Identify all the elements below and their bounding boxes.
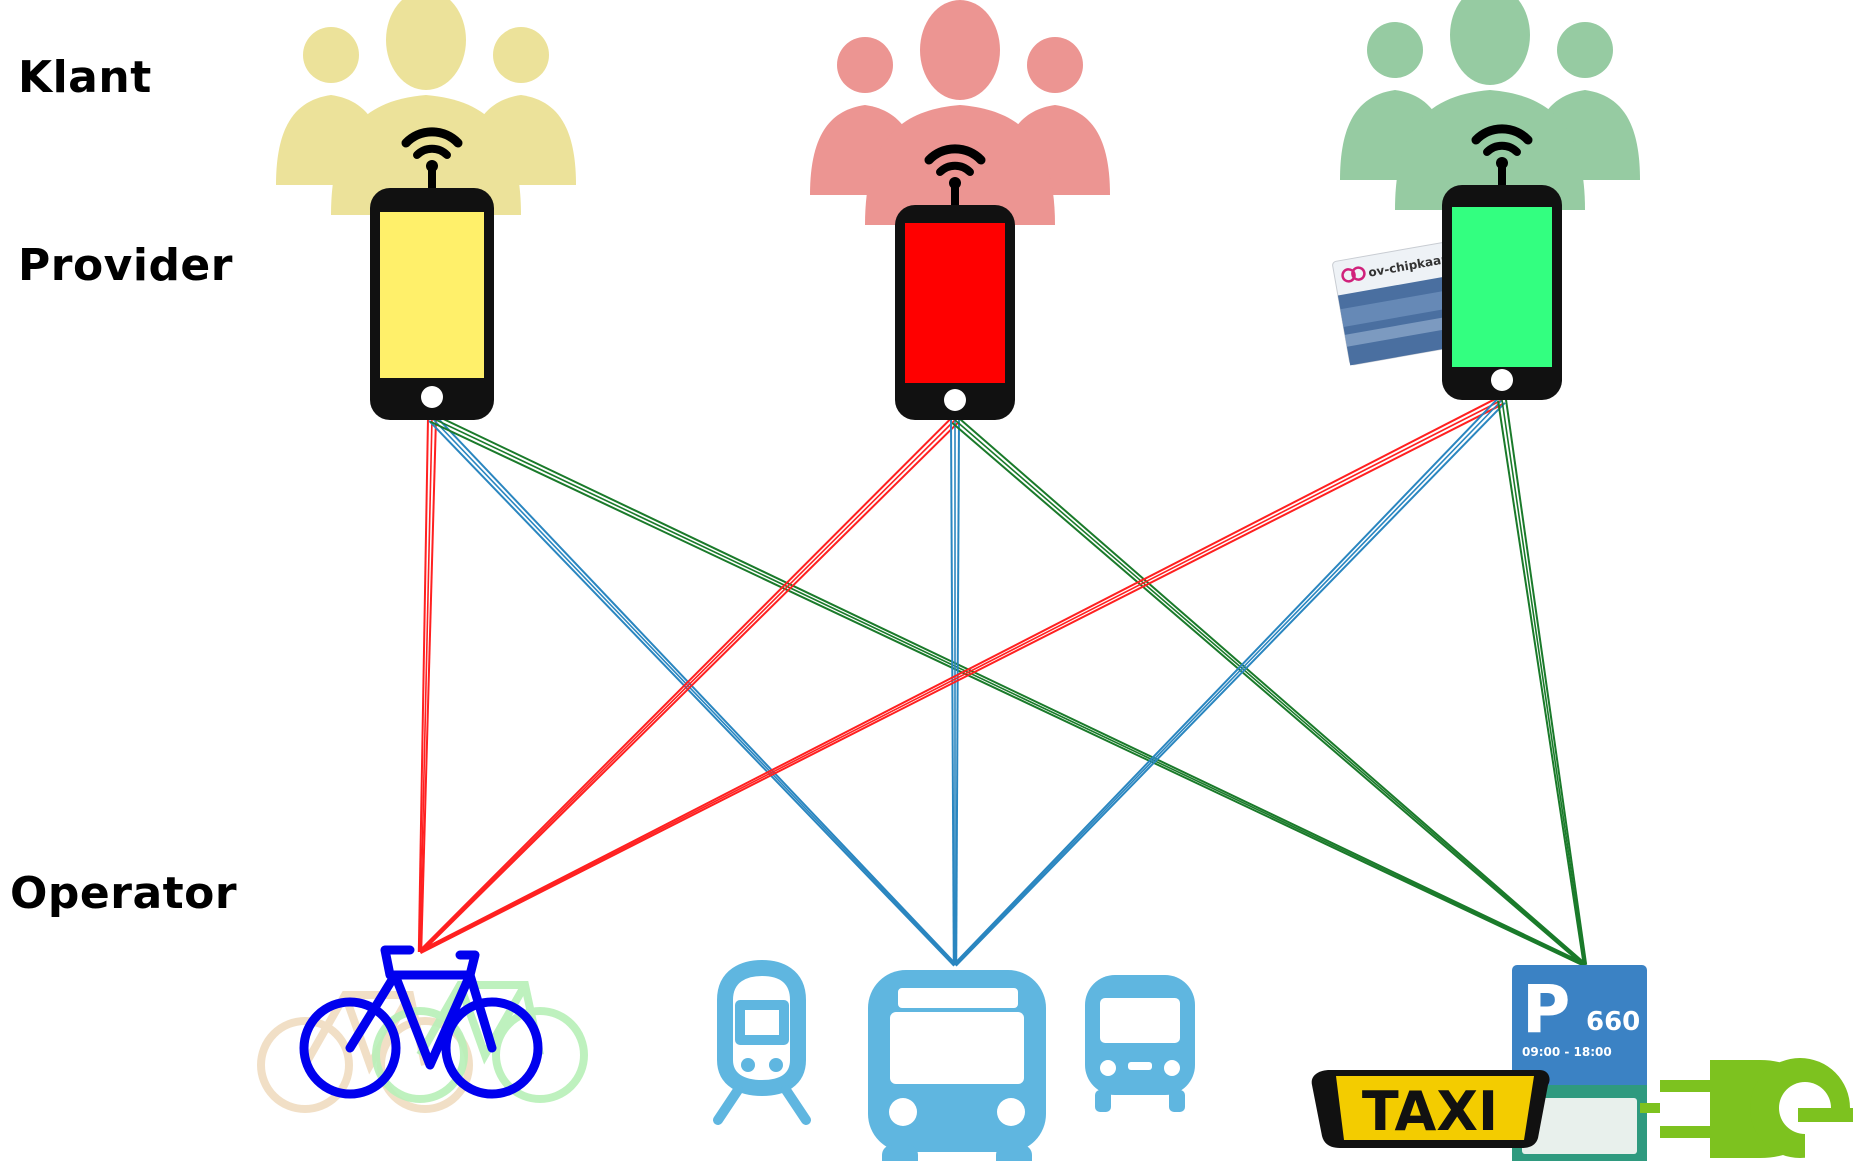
connection-line (1504, 399, 1588, 965)
customer-group-green (1340, 0, 1640, 210)
connection-line (418, 416, 953, 952)
connection-line (953, 396, 1500, 965)
train-icon[interactable] (713, 960, 811, 1125)
connection-lines (417, 395, 1588, 967)
provider-phone-yellow[interactable] (370, 127, 494, 420)
connection-line (420, 402, 1505, 954)
phone-screen (1452, 207, 1552, 367)
wifi-icon (1471, 124, 1533, 189)
parking-sign-icon[interactable]: P 660 09:00 - 18:00 (1512, 965, 1647, 1161)
bus-icon[interactable] (868, 970, 1046, 1161)
parking-letter: P (1522, 971, 1570, 1048)
label-provider: Provider (18, 240, 233, 291)
connection-line (433, 413, 1586, 965)
phone-screen (905, 223, 1005, 383)
provider-phone-green[interactable] (1442, 124, 1562, 400)
label-klant: Klant (18, 52, 152, 103)
wifi-icon (401, 127, 463, 192)
taxi-text: TAXI (1362, 1080, 1498, 1143)
connection-line (956, 416, 1587, 965)
connection-line (1501, 399, 1586, 966)
connection-line (955, 419, 960, 966)
parking-hours: 09:00 - 18:00 (1522, 1045, 1612, 1059)
connection-line (955, 402, 1506, 967)
connection-line (950, 419, 955, 966)
provider-phone-red[interactable] (895, 144, 1015, 420)
taxi-sign-icon[interactable]: TAXI (1311, 1070, 1550, 1148)
phone-screen (380, 212, 484, 378)
charging-plug-icon[interactable] (1640, 1058, 1853, 1161)
ov-chipkaart-card: ov-chipkaart (1332, 241, 1467, 366)
connection-line (420, 422, 959, 954)
small-bus-icon[interactable] (1085, 975, 1195, 1112)
connection-line (419, 399, 1503, 953)
customer-group-red (810, 0, 1110, 225)
connection-line (951, 422, 1585, 967)
connection-line (431, 417, 1586, 966)
label-operator: Operator (10, 868, 238, 919)
connection-line (419, 419, 956, 953)
connection-line (1497, 400, 1585, 966)
connection-line (420, 418, 437, 953)
connection-line (431, 417, 956, 966)
connection-line (429, 420, 1585, 967)
wifi-icon (924, 144, 986, 209)
bicycle-icon[interactable] (257, 945, 588, 1113)
connection-line (417, 417, 430, 952)
connection-line (419, 417, 433, 953)
parking-number: 660 (1586, 1007, 1640, 1037)
connection-line (428, 420, 955, 967)
customer-group-yellow (276, 0, 576, 215)
connection-line (434, 414, 957, 965)
connection-line (954, 419, 1586, 966)
connection-line (418, 395, 1501, 952)
connection-line (954, 399, 1503, 966)
